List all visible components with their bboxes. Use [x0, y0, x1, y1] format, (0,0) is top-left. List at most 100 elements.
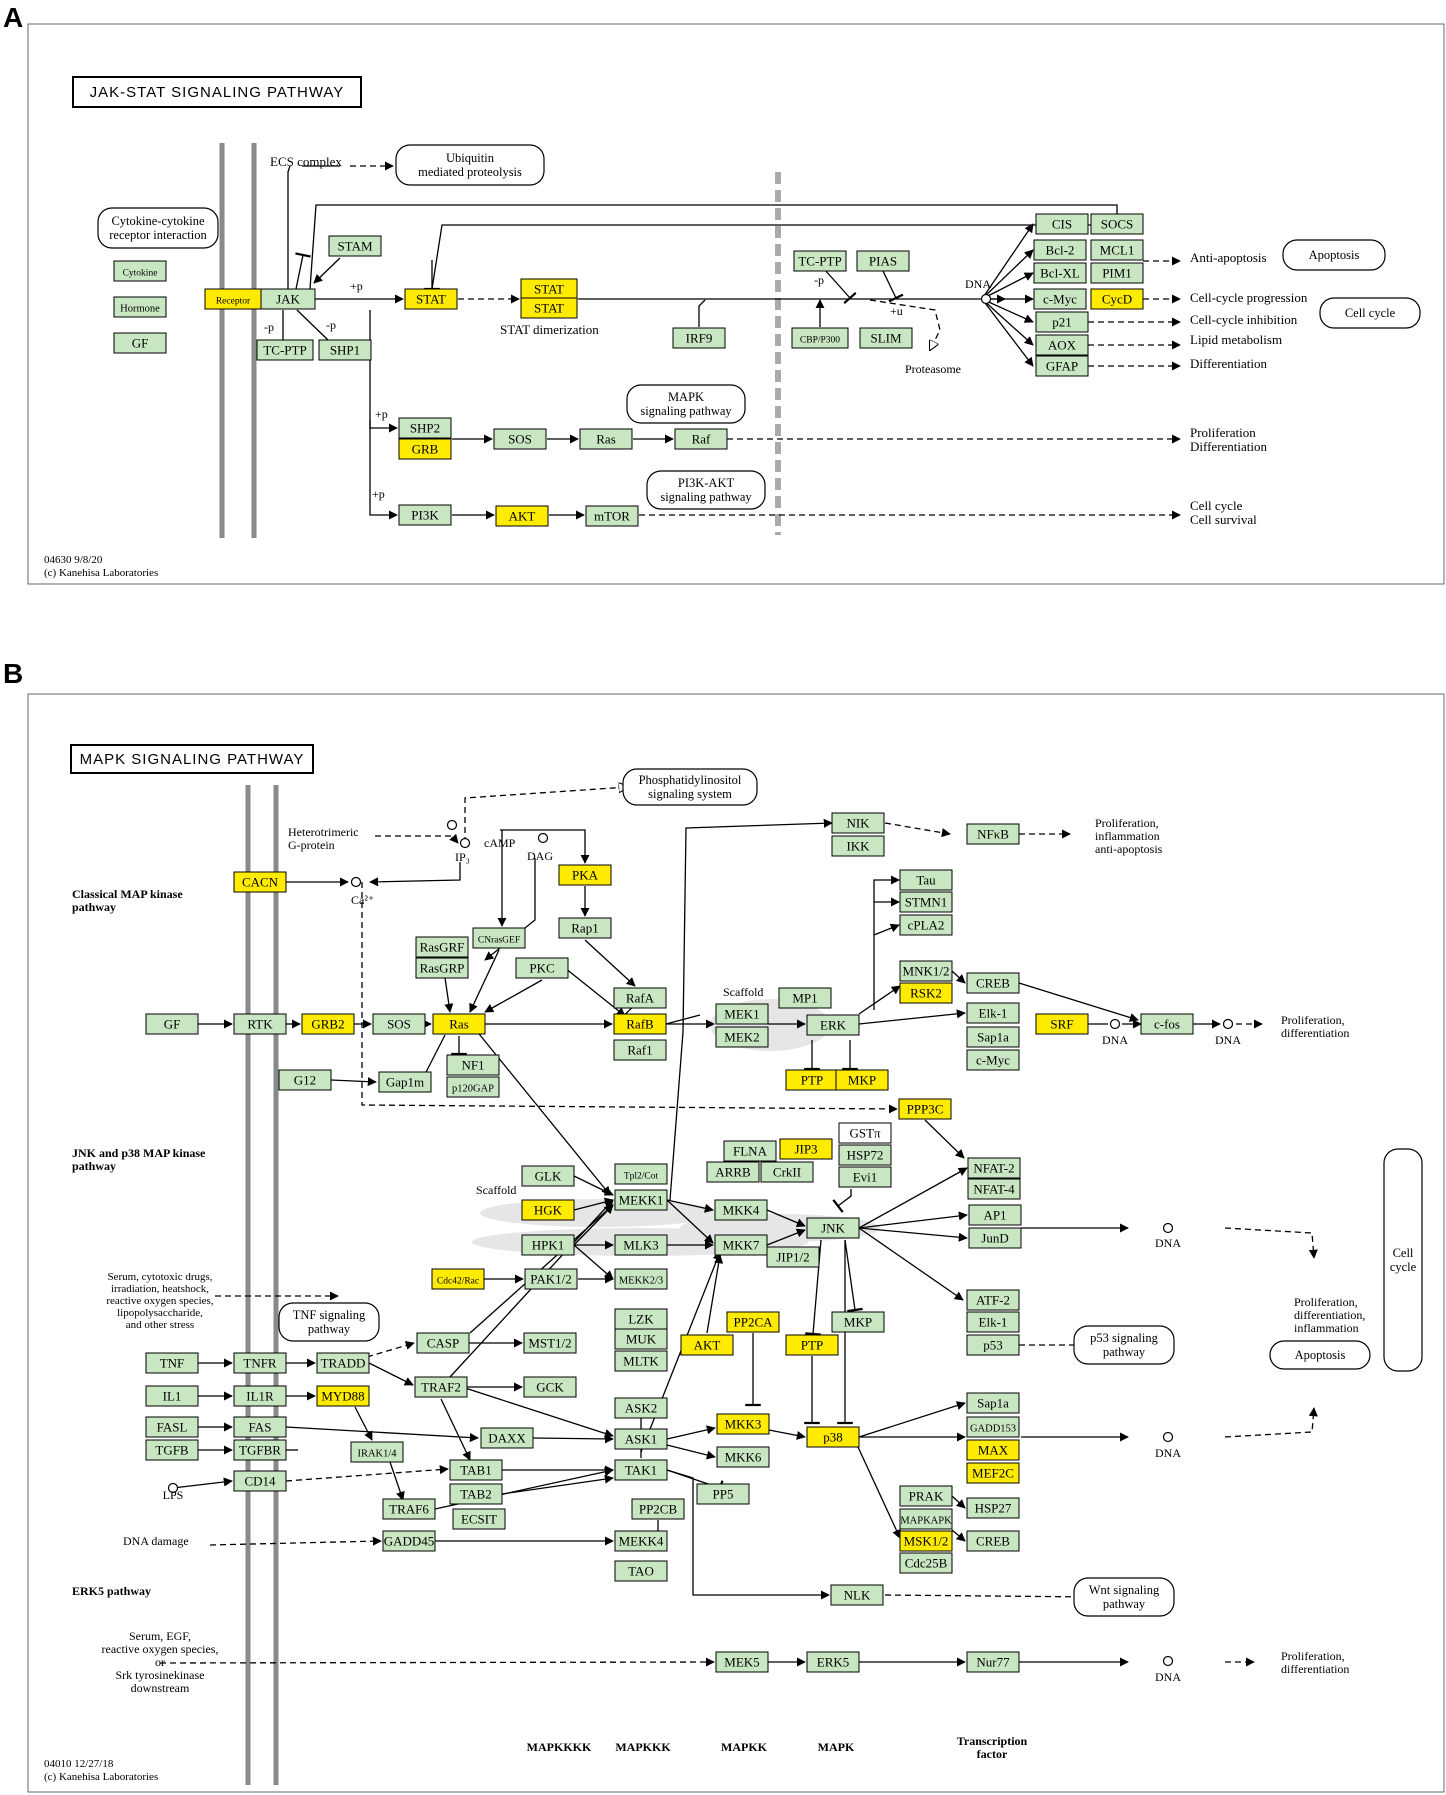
gene-node-b-mkp2[interactable]: MKP [831, 1311, 885, 1333]
gene-node-a-stam[interactable]: STAM [328, 235, 382, 257]
gene-node-a-cbp[interactable]: CBP/P300 [791, 327, 849, 349]
gene-node-a-p21[interactable]: p21 [1035, 311, 1089, 333]
gene-node-b-nfat4[interactable]: NFAT-4 [967, 1178, 1021, 1200]
gene-node-b-traf2[interactable]: TRAF2 [414, 1376, 468, 1398]
gene-node-b-evi1[interactable]: Evi1 [838, 1166, 892, 1188]
gene-node-b-cd14[interactable]: CD14 [233, 1470, 287, 1492]
pathway-link-pa-apoptosis[interactable]: Apoptosis [1282, 239, 1386, 271]
gene-node-b-ras[interactable]: Ras [432, 1013, 486, 1035]
gene-node-a-stat[interactable]: STAT [404, 288, 458, 310]
pathway-link-pb-apoptosis[interactable]: Apoptosis [1269, 1340, 1371, 1370]
gene-node-a-cmyc[interactable]: c-Myc [1033, 288, 1087, 310]
gene-node-b-gadd45[interactable]: GADD45 [382, 1530, 436, 1552]
gene-node-b-cdc42[interactable]: Cdc42/Rac [431, 1268, 485, 1290]
gene-node-b-erk[interactable]: ERK [806, 1014, 860, 1036]
gene-node-a-receptor[interactable]: Receptor [204, 288, 262, 310]
gene-node-b-p120gap[interactable]: p120GAP [446, 1076, 500, 1098]
gene-node-b-sos[interactable]: SOS [372, 1013, 426, 1035]
gene-node-b-crkii[interactable]: CrkII [760, 1161, 814, 1183]
gene-node-b-g12[interactable]: G12 [278, 1069, 332, 1091]
gene-node-a-socs[interactable]: SOCS [1090, 213, 1144, 235]
gene-node-b-gap1m[interactable]: Gap1m [378, 1071, 432, 1093]
gene-node-b-mst12[interactable]: MST1/2 [523, 1332, 577, 1354]
gene-node-b-myd88[interactable]: MYD88 [316, 1385, 370, 1407]
gene-node-b-max[interactable]: MAX [966, 1439, 1020, 1461]
gene-node-b-mekk1[interactable]: MEKK1 [614, 1189, 668, 1211]
gene-node-b-ptp1[interactable]: PTP [785, 1069, 839, 1091]
gene-node-b-nfat2[interactable]: NFAT-2 [967, 1157, 1021, 1179]
gene-node-a-jak[interactable]: JAK [260, 288, 316, 310]
gene-node-b-cacn[interactable]: CACN [233, 871, 287, 893]
gene-node-b-tab1[interactable]: TAB1 [449, 1459, 503, 1481]
gene-node-b-rasgrf[interactable]: RasGRF [415, 936, 469, 958]
gene-node-b-pp2ca[interactable]: PP2CA [726, 1311, 780, 1333]
gene-node-b-muk[interactable]: MUK [614, 1328, 668, 1350]
gene-node-b-ask2[interactable]: ASK2 [614, 1397, 668, 1419]
gene-node-b-ptp2[interactable]: PTP [785, 1334, 839, 1356]
gene-node-b-mef2c[interactable]: MEF2C [966, 1462, 1020, 1484]
gene-node-b-fas[interactable]: FAS [233, 1416, 287, 1438]
gene-node-b-rtk[interactable]: RTK [233, 1013, 287, 1035]
gene-node-b-p38[interactable]: p38 [806, 1426, 860, 1448]
pathway-link-pa-cellcycle[interactable]: Cell cycle [1319, 297, 1421, 329]
gene-node-b-tau[interactable]: Tau [899, 869, 953, 891]
gene-node-b-tpl2[interactable]: Tpl2/Cot [614, 1163, 668, 1185]
gene-node-b-atf2[interactable]: ATF-2 [966, 1289, 1020, 1311]
gene-node-b-nlk[interactable]: NLK [830, 1584, 884, 1606]
gene-node-a-cis[interactable]: CIS [1035, 213, 1089, 235]
gene-node-b-raf1[interactable]: Raf1 [613, 1039, 667, 1061]
gene-node-b-hgk[interactable]: HGK [521, 1199, 575, 1221]
gene-node-b-ecsit[interactable]: ECSIT [452, 1508, 506, 1530]
gene-node-b-pp5[interactable]: PP5 [696, 1483, 750, 1505]
gene-node-b-casp[interactable]: CASP [416, 1332, 470, 1354]
gene-node-b-mek5[interactable]: MEK5 [715, 1651, 769, 1673]
gene-node-a-bcl2[interactable]: Bcl-2 [1033, 239, 1087, 261]
gene-node-a-pim1[interactable]: PIM1 [1090, 262, 1144, 284]
gene-node-b-ikk[interactable]: IKK [831, 835, 885, 857]
gene-node-b-p53[interactable]: p53 [966, 1334, 1020, 1356]
gene-node-b-nik[interactable]: NIK [831, 812, 885, 834]
gene-node-a-hormone[interactable]: Hormone [113, 296, 167, 318]
gene-node-b-mlk3[interactable]: MLK3 [614, 1234, 668, 1256]
gene-node-a-grb[interactable]: GRB [398, 438, 452, 460]
gene-node-b-cfos[interactable]: c-fos [1140, 1013, 1194, 1035]
gene-node-a-mcl1[interactable]: MCL1 [1090, 239, 1144, 261]
gene-node-b-creb2[interactable]: CREB [966, 1530, 1020, 1552]
gene-node-b-mp1[interactable]: MP1 [778, 987, 832, 1009]
gene-node-a-cytokine[interactable]: Cytokine [113, 260, 167, 282]
gene-node-b-tgfb[interactable]: TGFB [145, 1439, 199, 1461]
gene-node-b-sap1ab[interactable]: Sap1a [966, 1392, 1020, 1414]
gene-node-b-arrb[interactable]: ARRB [706, 1161, 760, 1183]
gene-node-a-akt[interactable]: AKT [495, 505, 549, 527]
gene-node-b-fasl[interactable]: FASL [145, 1416, 199, 1438]
gene-node-b-erk5[interactable]: ERK5 [806, 1651, 860, 1673]
gene-node-a-cycd[interactable]: CycD [1090, 288, 1144, 310]
gene-node-b-jip12[interactable]: JIP1/2 [766, 1246, 820, 1268]
gene-node-a-ras[interactable]: Ras [579, 428, 633, 450]
gene-node-b-ask1[interactable]: ASK1 [614, 1428, 668, 1450]
gene-node-b-grb2[interactable]: GRB2 [301, 1013, 355, 1035]
gene-node-b-rsk2[interactable]: RSK2 [899, 982, 953, 1004]
gene-node-a-shp1[interactable]: SHP1 [318, 339, 372, 361]
gene-node-a-tcptp1[interactable]: TC-PTP [256, 339, 314, 361]
gene-node-b-hsp27[interactable]: HSP27 [966, 1497, 1020, 1519]
gene-node-b-creb1[interactable]: CREB [966, 972, 1020, 994]
gene-node-a-gf[interactable]: GF [113, 332, 167, 354]
gene-node-b-ppp3c[interactable]: PPP3C [898, 1098, 952, 1120]
gene-node-b-hpk1[interactable]: HPK1 [521, 1234, 575, 1256]
gene-node-b-glk[interactable]: GLK [521, 1165, 575, 1187]
gene-node-b-tradd[interactable]: TRADD [316, 1352, 370, 1374]
gene-node-a-irf9[interactable]: IRF9 [672, 327, 726, 349]
gene-node-b-rasgrp[interactable]: RasGRP [415, 957, 469, 979]
gene-node-a-shp2[interactable]: SHP2 [398, 417, 452, 439]
gene-node-b-tao[interactable]: TAO [614, 1560, 668, 1582]
gene-node-b-daxx[interactable]: DAXX [480, 1427, 534, 1449]
gene-node-b-irak14[interactable]: IRAK1/4 [350, 1441, 404, 1463]
gene-node-b-mkk4[interactable]: MKK4 [714, 1199, 768, 1221]
gene-node-a-raf[interactable]: Raf [674, 428, 728, 450]
gene-node-b-jnk[interactable]: JNK [806, 1217, 860, 1239]
